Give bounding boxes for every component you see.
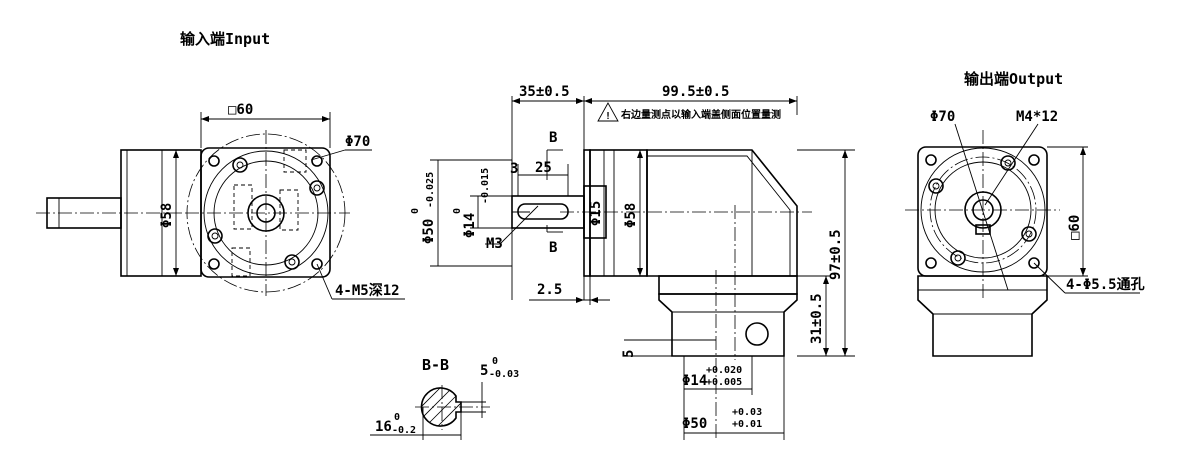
bore-tol-lower: +0.005 [706,377,742,388]
spigot-dia-dim: Φ50 [682,416,707,432]
side-shaft-length-dim: 35±0.5 [519,84,570,100]
section-mark-top: B [549,130,557,146]
key-tol-lower: -0.03 [489,369,519,380]
right-angle-housing [646,149,798,277]
pilot-tol-upper: 0 [410,208,421,214]
tap-callout: M3 [486,236,503,252]
output-view: 输出端Output Φ70 M4*12 [905,70,1145,357]
center-height-dim: 31±0.5 [809,293,825,344]
input-pilot-dim: Φ58 [159,203,175,228]
keyway [517,203,569,220]
input-flange [200,147,331,278]
output-housing [658,293,798,357]
spigot-tol-lower: +0.01 [732,419,762,430]
output-holes-callout: 4-Φ5.5通孔 [1066,277,1145,293]
input-holes-callout: 4-M5深12 [335,282,400,299]
pilot-dia-dim: Φ50 [421,219,437,244]
key-depth-dim: 16 [375,419,392,435]
flange-thickness-dim: 5 [621,350,637,358]
side-body-dia-dim: Φ58 [623,203,639,228]
output-flange [658,275,798,295]
output-base [917,275,1048,357]
key-width-dim: 5 [480,363,488,379]
side-body-length-dim: 99.5±0.5 [662,84,729,100]
section-title: B-B [422,356,449,374]
pilot-tol-lower: -0.025 [425,172,436,208]
bore-dia-dim: Φ14 [682,373,707,389]
spigot-tol-upper: +0.03 [732,407,762,418]
output-square-dim: □60 [1067,215,1083,240]
flange-gap-dim: 2.5 [537,282,562,298]
output-tap-callout: M4*12 [1016,109,1058,125]
total-height-dim: 97±0.5 [828,229,844,280]
input-view: 输入端Input □60 [36,30,405,300]
key-length-dim: 25 [535,160,552,176]
bore-tol-upper: +0.020 [706,365,742,376]
shaft-dia-dim: Φ14 [462,213,478,238]
measure-note: 右边量测点以输入端盖侧面位置量测 [620,108,781,121]
shaft-tol-upper: 0 [452,208,463,214]
input-square-dim: □60 [228,102,253,118]
side-view: 35±0.5 99.5±0.5 ! 右边量测点以输入端盖侧面位置量测 B B 3… [410,84,855,440]
input-mount-holes [207,155,325,270]
section-mark-bottom: B [549,240,557,256]
shaft-tol-lower: -0.015 [480,168,491,204]
svg-text:!: ! [605,111,611,122]
collar-dim: Φ15 [588,201,604,226]
depth-tol-lower: -0.2 [392,425,416,436]
depth-tol-upper: 0 [394,412,400,423]
key-tol-upper: 0 [492,356,498,367]
output-view-title: 输出端Output [964,70,1063,88]
input-view-title: 输入端Input [180,30,270,48]
input-pcd-dim: Φ70 [345,134,370,150]
section-bb: B-B 5 0 -0.03 16 0 -0.2 [370,356,519,440]
key-offset-dim: 3 [510,161,518,177]
output-pcd-dim: Φ70 [930,109,955,125]
